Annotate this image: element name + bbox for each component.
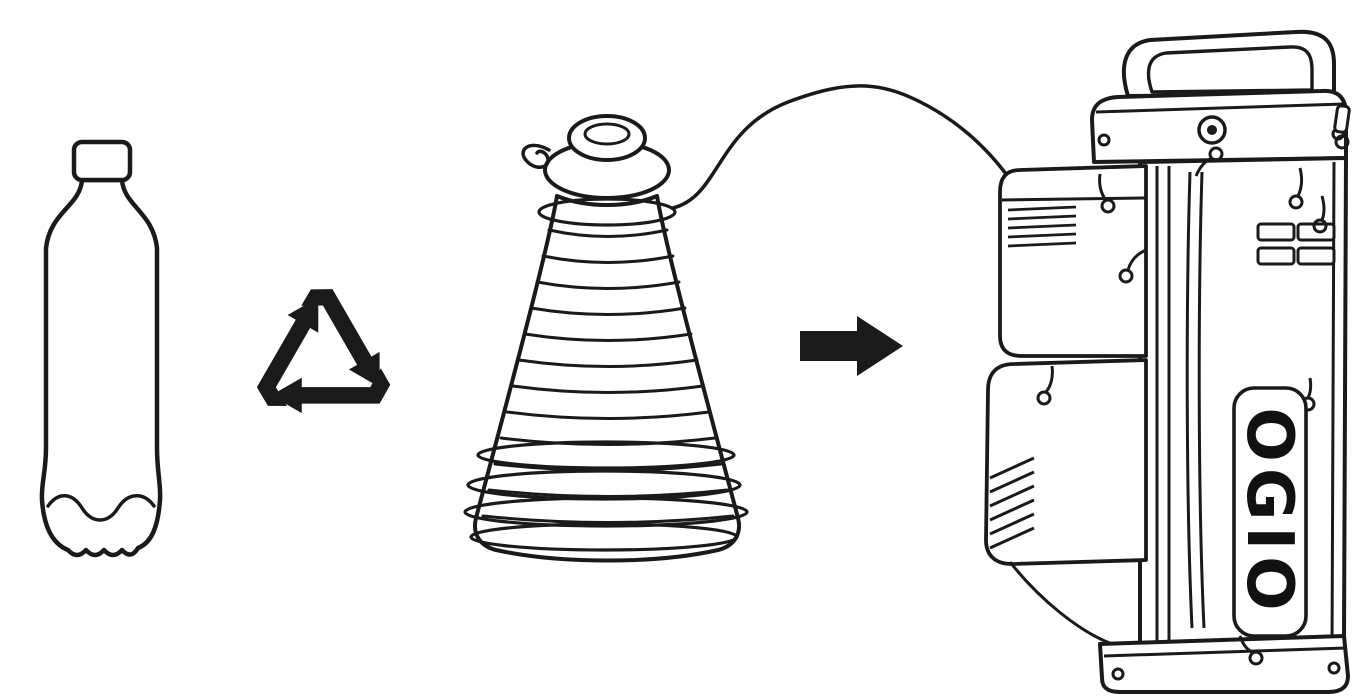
side-clip	[1333, 104, 1351, 150]
pocket-rib-texture	[1007, 205, 1077, 248]
recycled-yarn-cone-icon	[463, 84, 1018, 563]
golf-bag-icon: OGIO	[984, 29, 1351, 694]
zipper-pull	[1248, 650, 1264, 666]
thread-line	[671, 84, 1018, 210]
base-rivet	[1327, 661, 1341, 675]
bottle-base-seam	[46, 494, 156, 522]
bag-brand-text: OGIO	[1232, 407, 1306, 616]
bag-top-collar	[1090, 88, 1348, 164]
strap-loops	[1256, 222, 1336, 266]
side-zipper-pulls	[1288, 167, 1328, 412]
cone-top-knob	[567, 114, 647, 162]
zipper-pull	[1036, 390, 1052, 406]
recycling-symbol-icon	[243, 275, 395, 415]
loose-yarn-coils	[463, 440, 749, 552]
yarn-neck-wrap	[537, 197, 677, 227]
zipper-pull	[1208, 146, 1224, 162]
spine-piping	[1155, 166, 1171, 652]
base-rivet	[1111, 667, 1125, 681]
zipper-pull	[1118, 268, 1134, 284]
yarn-end-curl	[521, 143, 551, 169]
bottle-body	[39, 177, 163, 558]
lower-left-pocket	[984, 358, 1148, 646]
arrow-right-icon	[800, 316, 903, 376]
front-zipper	[1185, 146, 1224, 629]
upper-left-pocket	[998, 164, 1148, 358]
zipper-pull	[1100, 198, 1116, 214]
plastic-bottle-icon	[39, 139, 163, 558]
right-edge-piping	[1330, 161, 1336, 651]
bag-handle	[1121, 29, 1336, 98]
bottle-cap	[71, 139, 133, 183]
arrow-shape	[800, 316, 903, 376]
logo-panel: OGIO	[1232, 386, 1308, 638]
collar-rivet-left	[1097, 133, 1111, 147]
bag-base	[1098, 634, 1350, 694]
recycle-arrow-arm	[271, 368, 391, 414]
yarn-cone-body	[473, 194, 741, 563]
cone-knob-detail	[583, 122, 631, 146]
accordion-texture	[989, 456, 1035, 550]
